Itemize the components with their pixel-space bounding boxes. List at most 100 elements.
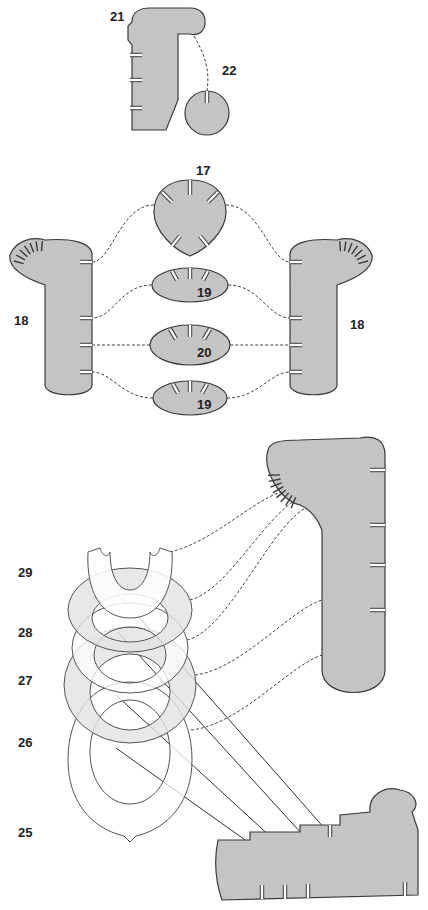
guide-line [187,506,311,640]
callout-number: 18 [14,314,28,328]
hatch-stroke [358,261,368,264]
slot-cut [173,384,178,393]
piece-outline [216,789,418,900]
slot-cut [80,260,92,264]
slot-cut [80,261,92,263]
slot-cut [370,524,385,526]
hatch-stroke [273,487,283,493]
guide-line [194,36,208,91]
piece-outline [153,381,227,415]
guide-line [190,497,304,600]
slot-cut [189,325,191,337]
slot-cut [80,344,92,346]
slot-cut [172,236,180,246]
slot-cut [162,192,172,202]
piece-outline [154,180,226,256]
callout-number: 25 [18,826,32,840]
guide-line [227,372,290,398]
slot-cut [283,885,287,899]
slot-cut [203,271,208,280]
hatch-stroke [348,243,352,252]
guide-line [92,345,150,346]
slot-cut [290,344,302,346]
piece-outline [10,239,92,395]
slot-cut [80,317,92,319]
hatch-stroke [36,241,37,251]
slot-cut [172,236,180,246]
guide-line [92,285,152,318]
hatch-stroke [20,250,27,257]
guide-line [170,488,298,552]
slot-cut [260,885,264,899]
slot-cut [290,261,302,263]
slot-cut [307,884,309,898]
slot-cut [162,192,172,202]
hatch-stroke [14,261,24,264]
callout-number: 19 [197,286,211,300]
slot-cut [200,236,208,246]
slot-cut [404,882,406,896]
slot-cut [202,384,207,393]
slot-cut [205,91,209,103]
slot-cut [130,79,142,81]
guide-line [195,600,322,675]
slot-cut [80,316,92,320]
hatch-stroke [16,255,25,260]
slot-cut [290,316,302,320]
hatch-stroke [277,490,286,498]
ring-piece [88,548,172,618]
slot-cut [328,825,332,837]
slot-cut [130,106,142,110]
callout-number: 28 [18,626,32,640]
slot-cut [189,268,191,279]
slot-cut [173,384,178,393]
slot-cut [306,884,310,898]
hatch-stroke [352,246,358,254]
hatch-stroke [357,255,366,260]
slot-cut [290,260,302,264]
slot-cut [204,329,210,339]
slot-cut [188,180,192,195]
slot-cut [189,381,191,392]
piece-outline [152,268,228,302]
slot-cut [261,885,263,899]
hatch-stroke [281,493,289,502]
slot-cut [290,371,302,373]
slot-cut [172,271,177,280]
callout-number: 21 [110,10,124,24]
slot-cut [80,343,92,347]
slot-cut [208,192,218,202]
slot-cut [130,53,142,57]
slot-cut [188,381,192,392]
hatch-stroke [269,479,281,481]
slot-cut [370,608,385,612]
callout-number: 19 [197,398,211,412]
guide-line [92,372,153,398]
hatch-stroke [30,243,34,252]
slot-cut [290,317,302,319]
hatch-stroke [270,483,281,487]
hatch-stroke [344,241,345,251]
guide-line [92,205,154,262]
hatch-stroke [41,241,43,251]
guide-line [228,285,290,318]
callout-number: 20 [197,346,211,360]
hatch-stroke [268,474,280,476]
slot-cut [370,609,385,611]
slot-cut [284,885,286,899]
slot-cut [370,523,385,527]
slot-cut [200,236,208,246]
hatch-stroke [339,241,341,251]
callout-number: 18 [350,318,364,332]
slot-cut [203,271,208,280]
hatch-stroke [291,497,295,508]
guide-line [230,345,290,346]
guide-line [191,655,322,730]
slot-cut [130,54,142,56]
piece-outline [290,239,372,395]
piece-outline [267,437,385,692]
slot-cut [208,192,218,202]
slot-cut [170,329,176,339]
